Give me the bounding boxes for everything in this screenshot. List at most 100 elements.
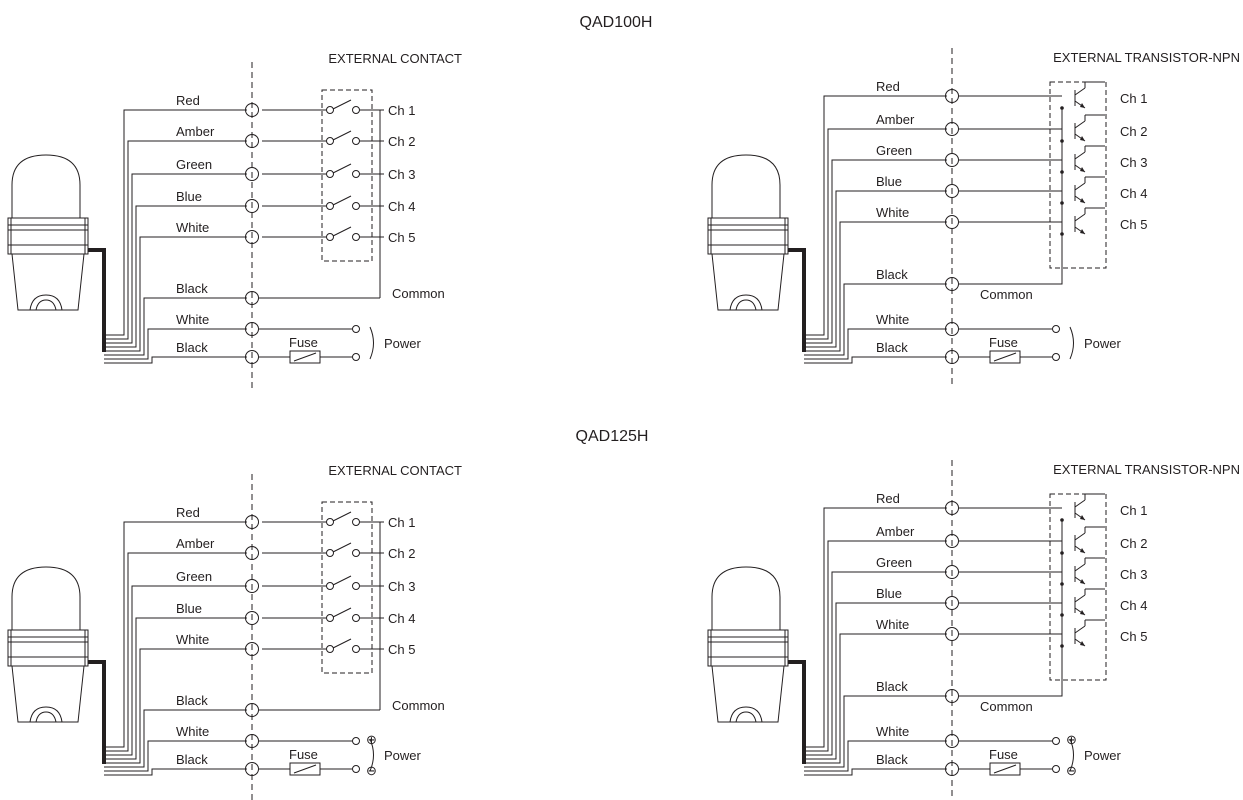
wire-label: Black bbox=[176, 693, 208, 708]
lead-wire bbox=[804, 571, 947, 756]
npn-transistor-icon bbox=[1074, 532, 1086, 554]
lead-wire bbox=[804, 159, 947, 344]
wire-label: Blue bbox=[876, 586, 902, 601]
wire-label: Black bbox=[876, 752, 908, 767]
wire-label: White bbox=[876, 312, 909, 327]
lead-wire bbox=[804, 283, 947, 356]
npn-transistor-icon bbox=[1074, 120, 1086, 142]
terminal bbox=[245, 134, 259, 148]
wire-label: Green bbox=[176, 157, 212, 172]
panel-heading: EXTERNAL CONTACT bbox=[328, 51, 462, 66]
fuse-label: Fuse bbox=[289, 747, 318, 762]
wire-label: Amber bbox=[176, 124, 215, 139]
switch-contact-icon bbox=[262, 195, 360, 210]
panel-external-contact: EXTERNAL CONTACT RedAmberGreenBlueWhiteBl… bbox=[7, 51, 462, 388]
channel-label: Ch 4 bbox=[388, 199, 415, 214]
terminal bbox=[945, 89, 959, 103]
lead-wire bbox=[804, 768, 947, 776]
wire-label: White bbox=[176, 220, 209, 235]
wire-label: Red bbox=[876, 79, 900, 94]
beacon-lamp-icon bbox=[7, 566, 89, 723]
switch-contact-icon bbox=[262, 99, 360, 114]
terminal bbox=[245, 546, 259, 560]
transistor-box bbox=[1049, 81, 1107, 269]
wire-label: White bbox=[176, 632, 209, 647]
lead-wire bbox=[804, 128, 947, 340]
npn-transistor-icon bbox=[1074, 151, 1086, 173]
wire bbox=[959, 268, 1063, 285]
common-label: Common bbox=[392, 286, 445, 301]
wire-label: Black bbox=[176, 340, 208, 355]
lead-wire bbox=[804, 740, 947, 772]
terminal bbox=[245, 734, 259, 748]
lead-wire bbox=[104, 356, 247, 364]
power-bracket bbox=[369, 326, 374, 360]
lead-wire bbox=[104, 768, 247, 776]
channel-label: Ch 5 bbox=[388, 642, 415, 657]
terminal bbox=[945, 215, 959, 229]
power-bracket bbox=[369, 738, 374, 772]
npn-transistor-icon bbox=[1074, 625, 1086, 647]
lead-wire bbox=[104, 585, 247, 756]
npn-transistor-icon bbox=[1074, 563, 1086, 585]
wire-label: Blue bbox=[176, 601, 202, 616]
cable bbox=[88, 248, 106, 352]
wire-label: Red bbox=[176, 93, 200, 108]
channel-label: Ch 2 bbox=[388, 134, 415, 149]
power-terminal bbox=[352, 737, 360, 745]
terminal bbox=[245, 611, 259, 625]
panel-heading: EXTERNAL CONTACT bbox=[328, 463, 462, 478]
wire-label: Black bbox=[876, 679, 908, 694]
lead-wire bbox=[804, 190, 947, 348]
terminal bbox=[945, 501, 959, 515]
common-label: Common bbox=[392, 698, 445, 713]
lead-wire bbox=[104, 205, 247, 348]
terminal bbox=[245, 103, 259, 117]
channel-label: Ch 1 bbox=[388, 103, 415, 118]
beacon-lamp-icon bbox=[7, 154, 89, 311]
terminal bbox=[945, 762, 959, 776]
section-title-qad125h: QAD125H bbox=[576, 428, 649, 445]
wire-label: Green bbox=[876, 143, 912, 158]
fuse-label: Fuse bbox=[989, 335, 1018, 350]
cable bbox=[788, 660, 806, 764]
wire-label: Red bbox=[176, 505, 200, 520]
channel-label: Ch 3 bbox=[388, 579, 415, 594]
power-label: Power bbox=[384, 748, 422, 763]
terminal bbox=[945, 596, 959, 610]
terminal bbox=[945, 565, 959, 579]
power-terminal bbox=[1052, 325, 1060, 333]
power-label: Power bbox=[1084, 336, 1122, 351]
wire-label: Amber bbox=[176, 536, 215, 551]
wire-label: White bbox=[176, 724, 209, 739]
npn-transistor-icon bbox=[1074, 499, 1086, 521]
plus-symbol: ⊕ bbox=[366, 732, 377, 747]
lead-wire bbox=[104, 740, 247, 772]
power-terminal bbox=[1052, 765, 1060, 773]
wire-label: White bbox=[876, 205, 909, 220]
lead-wire bbox=[104, 617, 247, 760]
panel-transistor-npn: EXTERNAL TRANSISTOR-NPNRedAmberGreenBlue… bbox=[707, 460, 1240, 800]
terminal bbox=[945, 184, 959, 198]
minus-symbol: ⊖ bbox=[1066, 763, 1077, 778]
common-label: Common bbox=[980, 287, 1033, 302]
channel-label: Ch 4 bbox=[388, 611, 415, 626]
terminal bbox=[245, 230, 259, 244]
fuse-label: Fuse bbox=[989, 747, 1018, 762]
npn-transistor-icon bbox=[1074, 87, 1086, 109]
wire-label: Amber bbox=[876, 112, 915, 127]
wire-label: Blue bbox=[176, 189, 202, 204]
terminal bbox=[945, 734, 959, 748]
switch-contact-icon bbox=[262, 542, 360, 557]
lead-wire bbox=[104, 709, 247, 768]
switch-contact-icon bbox=[262, 575, 360, 590]
wire-label: Black bbox=[876, 267, 908, 282]
panel-transistor-npn: EXTERNAL TRANSISTOR-NPNRedAmberGreenBlue… bbox=[707, 48, 1240, 388]
lead-wire bbox=[104, 236, 247, 352]
channel-label: Ch 2 bbox=[388, 546, 415, 561]
terminal bbox=[245, 579, 259, 593]
power-terminal bbox=[352, 353, 360, 361]
terminal bbox=[245, 291, 259, 305]
channel-label: Ch 5 bbox=[388, 230, 415, 245]
power-terminal bbox=[352, 325, 360, 333]
